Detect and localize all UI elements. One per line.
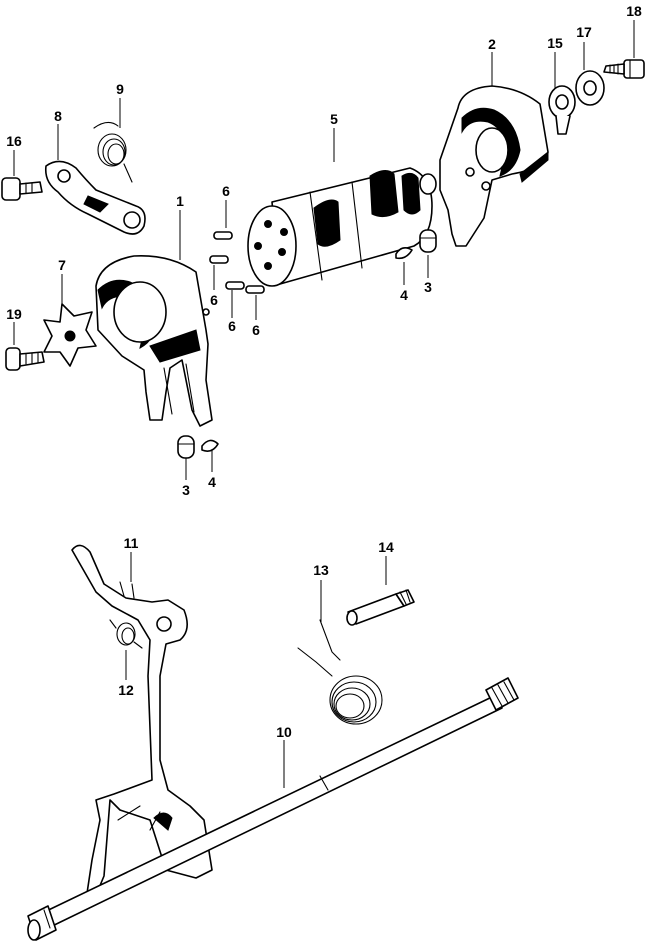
callout-9: 9 [116, 81, 124, 97]
washer-17 [575, 70, 605, 106]
callout-4-lower: 4 [208, 474, 216, 490]
callout-2: 2 [488, 36, 496, 52]
callout-8: 8 [54, 108, 62, 124]
shift-drum-5 [247, 167, 437, 287]
callout-6-right: 6 [252, 322, 260, 338]
callout-4-right: 4 [400, 287, 408, 303]
pin-bolt-14 [346, 589, 415, 626]
star-plate-7 [43, 303, 97, 367]
roller-pin-3-lower [177, 435, 195, 459]
callout-16-17: 17 [576, 24, 592, 40]
callout-16: 16 [6, 133, 22, 149]
clip-4-right [395, 246, 413, 260]
pins-6 [209, 231, 265, 294]
shift-spindle-10 [27, 677, 519, 941]
bolt-19 [5, 347, 45, 371]
callout-3-lower: 3 [182, 482, 190, 498]
callout-14: 14 [378, 539, 394, 555]
callout-13: 13 [313, 562, 329, 578]
spring-13 [297, 619, 383, 725]
callout-1: 1 [176, 193, 184, 209]
spring-12 [109, 619, 143, 649]
callout-11: 11 [123, 535, 139, 551]
callout-6-middle: 6 [228, 318, 236, 334]
shift-fork-1 [95, 255, 213, 427]
bolt-18 [603, 59, 645, 79]
leader-lines [13, 20, 635, 788]
callout-6-left: 6 [210, 292, 218, 308]
roller-pin-3-right [419, 229, 437, 253]
lock-plate-15 [548, 85, 576, 135]
bolt-16 [1, 177, 43, 201]
callout-7: 7 [58, 257, 66, 273]
callout-6-top: 6 [222, 183, 230, 199]
callout-18: 18 [626, 3, 642, 19]
callout-10: 10 [276, 724, 292, 740]
stopper-arm-8 [44, 160, 146, 235]
shift-arm-11 [71, 544, 213, 901]
callout-5: 5 [330, 111, 338, 127]
callout-12: 12 [118, 682, 134, 698]
clip-4-lower [201, 439, 219, 452]
callout-19: 19 [6, 306, 22, 322]
spring-9 [93, 121, 133, 183]
callout-15: 15 [547, 35, 563, 51]
shift-fork-2 [439, 85, 549, 247]
callout-3-right: 3 [424, 279, 432, 295]
